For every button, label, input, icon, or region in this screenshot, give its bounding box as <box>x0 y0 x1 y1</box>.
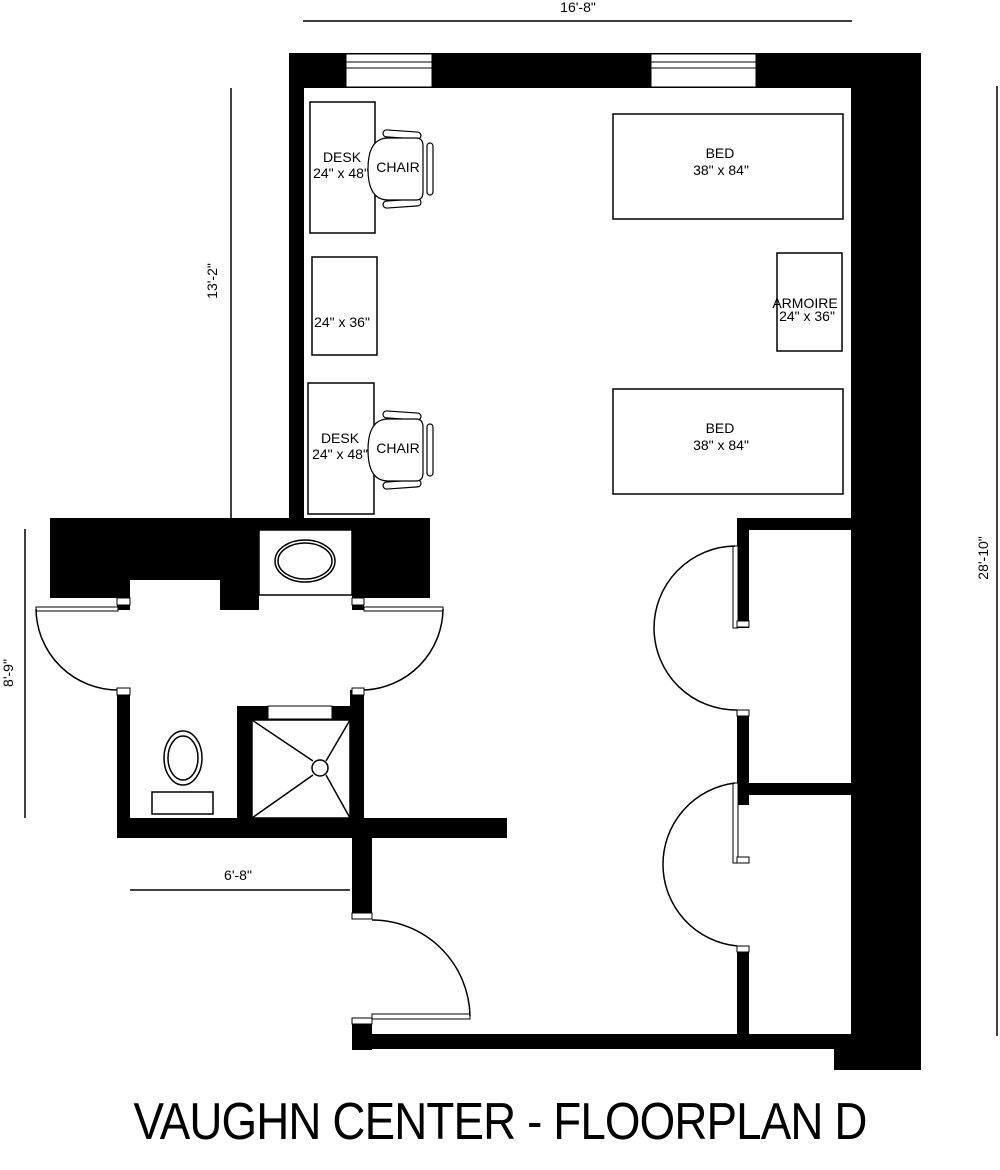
desk-2: DESK 24" x 48" <box>307 382 375 515</box>
window-left <box>345 53 433 88</box>
dresser-size: 24" x 36" <box>314 314 370 330</box>
door-closet-2-leaf <box>732 782 739 864</box>
desk-1: DESK 24" x 48" <box>309 101 376 234</box>
door-bath-left-leaf <box>35 606 119 612</box>
chair-1-label: CHAIR <box>376 159 420 175</box>
door-bath-right-leaf <box>363 606 444 612</box>
desk-1-name: DESK <box>323 149 362 165</box>
wall-closet-top <box>737 518 851 530</box>
door-closet-2-swing <box>662 782 738 947</box>
door-bath-right-swing <box>363 608 444 691</box>
bed-2-size: 38" x 84" <box>693 437 749 453</box>
wall-corridor-left <box>352 838 372 918</box>
doors <box>35 545 750 1025</box>
wall-closet-middle <box>737 783 851 795</box>
wall-bath-left <box>117 690 130 838</box>
dimension-upper-left-height: 13'-2" <box>204 263 220 299</box>
armoire-name: ARMOIRE <box>772 295 837 311</box>
dimension-right-height: 28'-10" <box>975 536 991 579</box>
desk-1-size: 24" x 48" <box>313 165 369 181</box>
dimension-lines <box>24 20 998 1036</box>
door-closet-1-swing <box>653 545 738 711</box>
bed-1: BED 38" x 84" <box>612 113 844 220</box>
desk-2-size: 24" x 48" <box>312 446 368 462</box>
shower-window <box>267 705 333 720</box>
door-entrance-leaf <box>371 1013 471 1020</box>
door-bath-left-swing <box>35 608 119 691</box>
sink-icon <box>274 539 336 583</box>
toilet-icon <box>151 730 214 815</box>
dresser: 24" x 36" <box>311 256 378 356</box>
page-title: VAUGHN CENTER - FLOORPLAN D <box>133 1093 867 1151</box>
door-closet-1-leaf <box>732 545 739 629</box>
bed-1-name: BED <box>706 145 735 161</box>
bed-2-name: BED <box>706 420 735 436</box>
bed-2: BED 38" x 84" <box>612 388 844 495</box>
wall-left-upper <box>289 53 304 519</box>
armoire: ARMOIRE 24" x 36" <box>772 252 843 352</box>
dimension-bathroom-width: 6'-8" <box>224 867 252 883</box>
desk-2-name: DESK <box>321 430 360 446</box>
wall-bath-bottom <box>117 818 507 838</box>
toilet-tank <box>151 791 214 815</box>
chair-2-icon: CHAIR <box>367 410 434 490</box>
door-entrance-swing <box>371 919 471 1017</box>
window-right <box>650 53 757 88</box>
chair-1-icon: CHAIR <box>367 129 434 209</box>
shower-icon <box>251 719 351 819</box>
wall-bath-top-right <box>352 518 430 598</box>
bed-1-size: 38" x 84" <box>693 162 749 178</box>
dimension-top-width: 16'-8" <box>560 0 596 15</box>
wall-bottom <box>352 1034 851 1049</box>
chair-2-label: CHAIR <box>376 440 420 456</box>
armoire-size: 24" x 36" <box>779 308 835 324</box>
dimension-bathroom-height: 8'-9" <box>0 659 16 687</box>
